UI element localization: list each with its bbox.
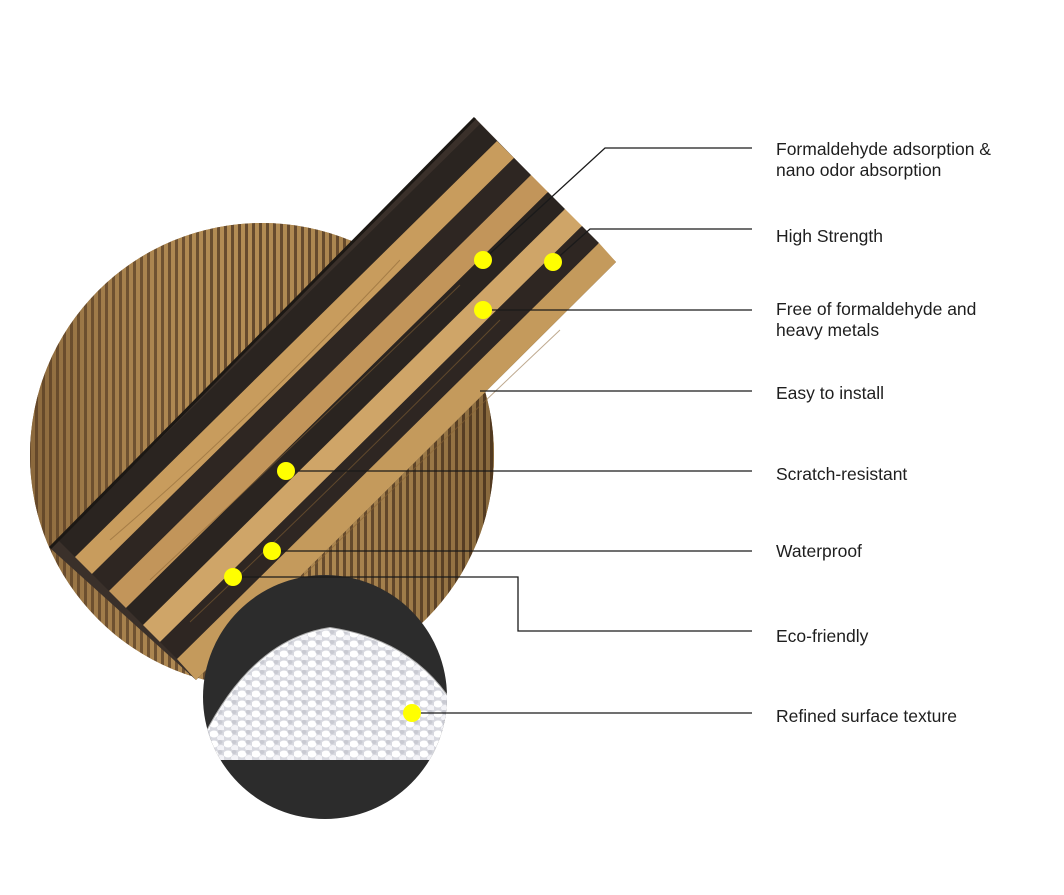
- feature-label-free-of-formaldehyde: Free of formaldehyde and heavy metals: [776, 299, 977, 340]
- slat-panel: [48, 116, 616, 680]
- feature-label-high-strength: High Strength: [776, 226, 884, 246]
- leader-lines: [233, 147, 752, 714]
- yellow-dot-marker-icon: [277, 462, 295, 480]
- granules-circle: [203, 575, 447, 819]
- markers: [224, 251, 562, 722]
- yellow-dot-marker-icon: [544, 253, 562, 271]
- feature-label-refined-surface-texture: Refined surface texture: [776, 706, 957, 726]
- feature-label-formaldehyde-adsorption: Formaldehyde adsorption & nano odor abso…: [776, 139, 991, 180]
- yellow-dot-marker-icon: [474, 301, 492, 319]
- yellow-dot-marker-icon: [474, 251, 492, 269]
- yellow-dot-marker-icon: [403, 704, 421, 722]
- feature-label-scratch-resistant: Scratch-resistant: [776, 464, 908, 484]
- feature-label-easy-to-install: Easy to install: [776, 383, 884, 403]
- leader-line-formaldehyde-adsorption: [482, 147, 752, 261]
- leader-line-eco-friendly: [233, 576, 752, 632]
- leader-line-high-strength: [552, 228, 752, 263]
- feature-label-eco-friendly: Eco-friendly: [776, 626, 869, 646]
- yellow-dot-marker-icon: [263, 542, 281, 560]
- yellow-dot-marker-icon: [224, 568, 242, 586]
- feature-label-waterproof: Waterproof: [776, 541, 862, 561]
